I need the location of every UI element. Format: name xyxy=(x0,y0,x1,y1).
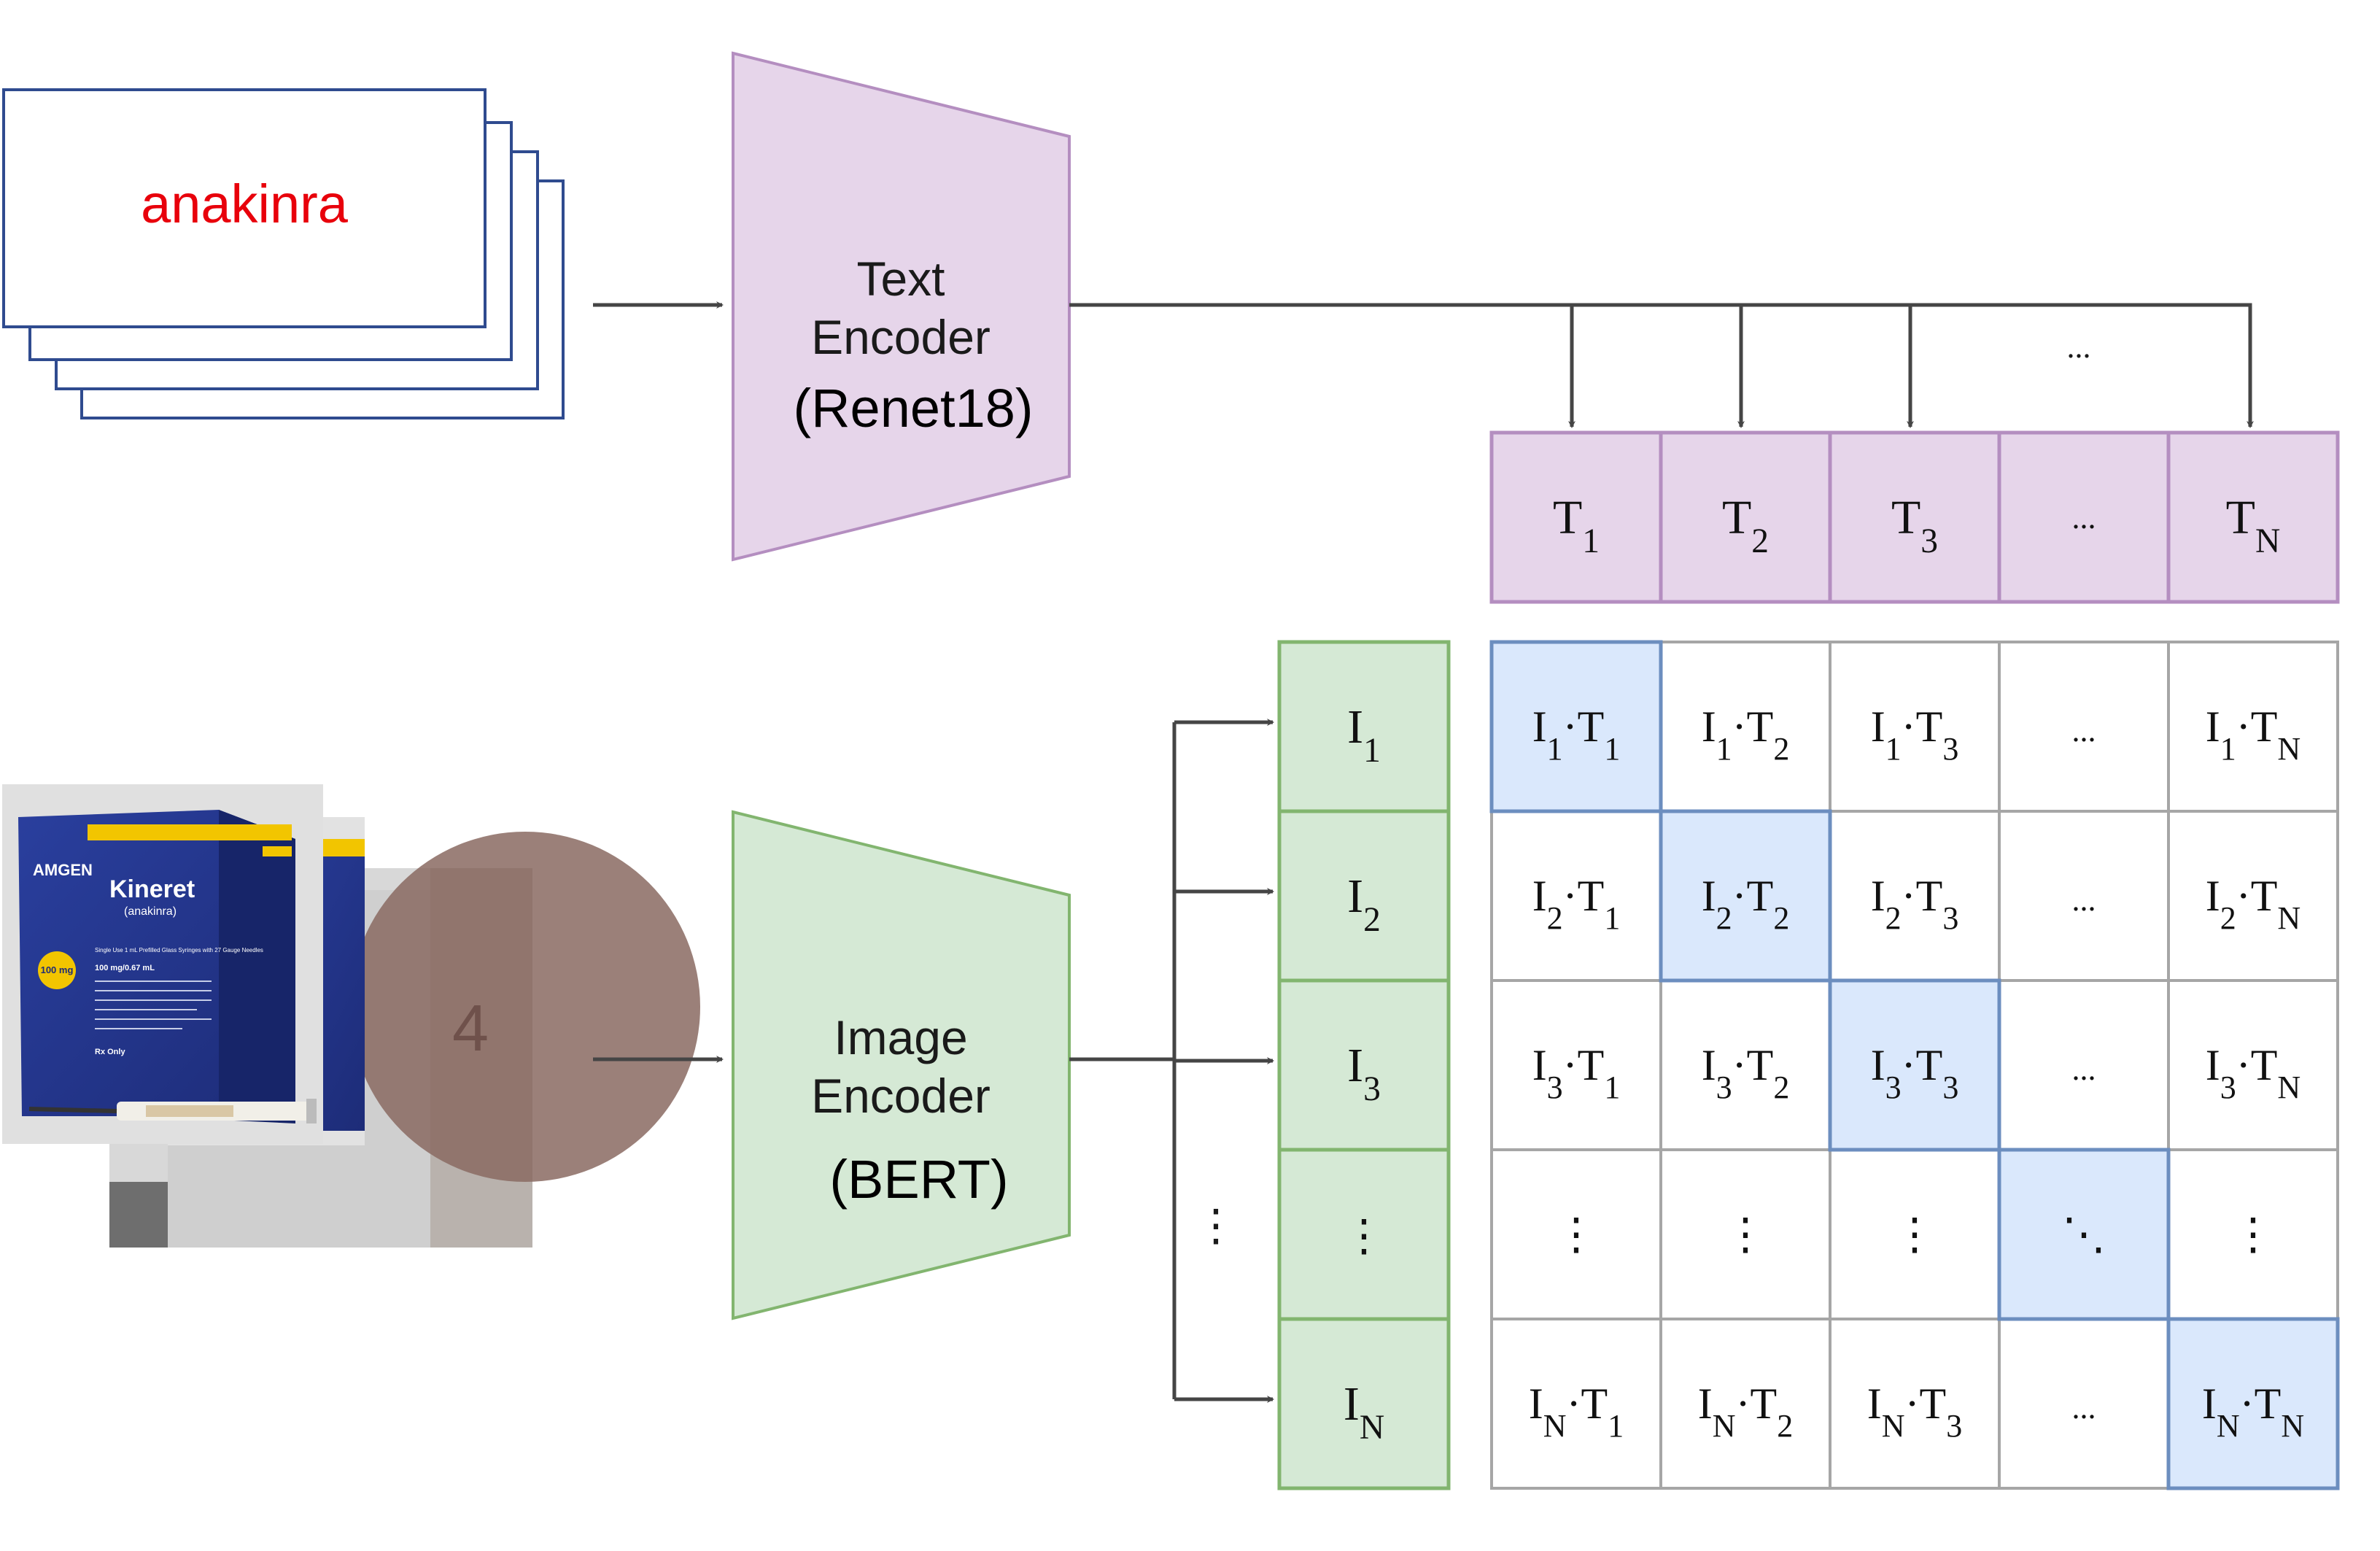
text-feature-row: T1 T2 T3... TN xyxy=(1489,430,2340,604)
box-concentration: 100 mg/0.67 mL xyxy=(95,964,155,972)
matrix-cell-diagonal xyxy=(1489,640,1663,813)
box-fine-print xyxy=(95,981,212,1029)
matrix-cell xyxy=(1998,979,2170,1151)
image-feature-cell xyxy=(1277,978,1451,1152)
matrix-value: I1·TN xyxy=(2206,703,2300,767)
text-encoder-line1: Text xyxy=(856,252,945,306)
image-feature-label: I3 xyxy=(1347,1039,1381,1108)
connectors xyxy=(593,301,2254,1403)
image-encoder-model: (BERT) xyxy=(829,1149,1008,1210)
left-ellipsis: ⋮ xyxy=(1194,1202,1238,1250)
matrix-value: I3·T3 xyxy=(1871,1041,1959,1105)
matrix-value: ⋮ xyxy=(1554,1210,1598,1258)
matrix-cell xyxy=(2167,810,2339,982)
matrix-cell xyxy=(2167,641,2339,813)
text-encoder-shape xyxy=(732,51,1071,562)
text-feature-label: T2 xyxy=(1722,491,1769,560)
image-feature-label: I1 xyxy=(1347,700,1381,770)
matrix-cell xyxy=(1998,810,2170,982)
brand-label: AMGEN xyxy=(33,861,93,879)
matrix-value: ... xyxy=(2072,713,2096,749)
text-encoder-line2: Encoder xyxy=(811,310,991,364)
image-feature-cell xyxy=(1277,640,1451,813)
matrix-value: I2·TN xyxy=(2206,872,2300,936)
matrix-cell xyxy=(1829,810,2001,982)
matrix-cell xyxy=(1998,1318,2170,1490)
text-encoder-model: (Renet18) xyxy=(793,378,1033,438)
matrix-value: I1·T1 xyxy=(1532,703,1621,767)
matrix-value: I2·T1 xyxy=(1532,872,1621,936)
matrix-cell xyxy=(1490,810,1662,982)
text-card-1 xyxy=(2,88,487,328)
text-feature-cell xyxy=(1828,430,2001,604)
matrix-value: I2·T2 xyxy=(1702,872,1790,936)
matrix-value: IN·T3 xyxy=(1867,1380,1962,1444)
matrix-value: I3·T1 xyxy=(1532,1041,1621,1105)
image-feature-cell xyxy=(1277,1317,1451,1490)
image-feature-cell xyxy=(1277,809,1451,983)
syringe xyxy=(28,1099,317,1123)
image-input-stack: 4 AMGEN Kineret (anakinra) 100 mg Single… xyxy=(2,784,700,1248)
text-feature-label: ... xyxy=(2072,500,2096,535)
text-feature-cell xyxy=(1489,430,1663,604)
matrix-cell xyxy=(1659,979,1831,1151)
product-label: Kineret xyxy=(109,875,195,903)
matrix-value: ... xyxy=(2072,1390,2096,1426)
matrix-cell xyxy=(1659,1318,1831,1490)
matrix-value: IN·T2 xyxy=(1698,1380,1793,1444)
image-feature-label: ⋮ xyxy=(1342,1212,1386,1260)
text-feature-label: T1 xyxy=(1553,491,1600,560)
matrix-value: ⋮ xyxy=(2231,1210,2275,1258)
matrix-cell-diagonal xyxy=(1828,978,2001,1152)
similarity-matrix: I1·T1 I1·T2 I1·T3... I1·TN I2·T1 I2·T2 I2·T3..… xyxy=(1489,640,2340,1490)
top-ellipsis: ... xyxy=(2067,329,2091,365)
text-input-label: anakinra xyxy=(141,174,349,234)
image-encoder-line2: Encoder xyxy=(811,1069,991,1123)
rx-label: Rx Only xyxy=(95,1048,125,1056)
matrix-value: I3·TN xyxy=(2206,1041,2300,1105)
kineret-box-photo: AMGEN Kineret (anakinra) 100 mg Single U… xyxy=(18,810,317,1123)
text-bus xyxy=(1069,303,2254,428)
dose-badge xyxy=(38,951,76,989)
matrix-cell-diagonal xyxy=(2166,1317,2340,1490)
text-feature-cell xyxy=(2166,430,2340,604)
pill-mark: 4 xyxy=(452,992,489,1065)
matrix-value: ... xyxy=(2072,882,2096,918)
text-input-stack: anakinra xyxy=(2,88,565,419)
matrix-cell xyxy=(1490,1318,1662,1490)
matrix-value: IN·TN xyxy=(2202,1380,2304,1444)
image-feature-label: I2 xyxy=(1347,870,1381,939)
matrix-cell-diagonal xyxy=(1659,809,1832,983)
matrix-value: IN·T1 xyxy=(1529,1380,1624,1444)
matrix-value: ⋮ xyxy=(1724,1210,1767,1258)
image-encoder-line1: Image xyxy=(834,1010,967,1064)
matrix-cell-diagonal xyxy=(1997,1148,2171,1321)
pill-shape xyxy=(350,832,700,1182)
matrix-value: I1·T2 xyxy=(1702,703,1790,767)
matrix-cell xyxy=(1829,1148,2001,1320)
matrix-value: I1·T3 xyxy=(1871,703,1959,767)
generic-label: (anakinra) xyxy=(124,905,177,918)
text-feature-label: TN xyxy=(2226,491,2281,560)
image-feature-cell xyxy=(1277,1148,1451,1321)
matrix-value: ⋱ xyxy=(2062,1210,2106,1258)
matrix-cell xyxy=(1829,1318,2001,1490)
matrix-value: I2·T3 xyxy=(1871,872,1959,936)
image-feature-label: IN xyxy=(1344,1377,1384,1447)
matrix-value: I3·T2 xyxy=(1702,1041,1790,1105)
matrix-cell xyxy=(2167,979,2339,1151)
dose-label: 100 mg xyxy=(41,964,74,975)
text-feature-cell xyxy=(1659,430,1832,604)
matrix-value: ... xyxy=(2072,1051,2096,1087)
matrix-value: ⋮ xyxy=(1893,1210,1937,1258)
box-description: Single Use 1 mL Prefilled Glass Syringes… xyxy=(95,947,263,954)
text-feature-label: T3 xyxy=(1891,491,1938,560)
image-encoder-shape xyxy=(732,810,1071,1320)
text-feature-cell xyxy=(1997,430,2171,604)
